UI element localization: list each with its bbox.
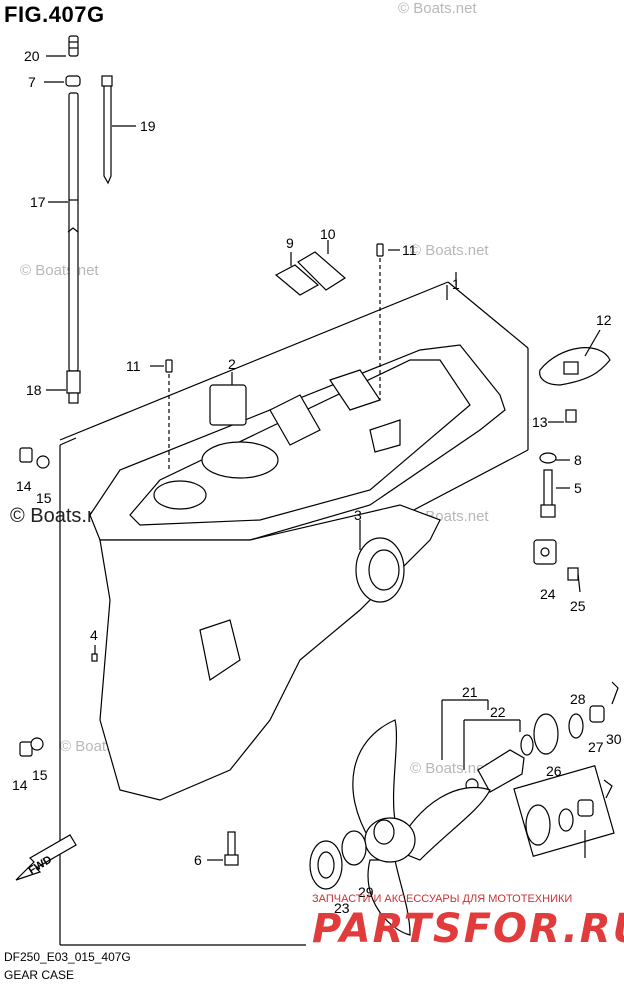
part-22-23-bracket (441, 699, 521, 770)
site-logo[interactable]: PARTSFOR.RU (312, 906, 624, 952)
callout-7: 7 (28, 74, 36, 90)
callout-12: 12 (596, 312, 612, 328)
watermark-main: © Boats.net (10, 505, 115, 527)
part-21-fitting (46, 35, 79, 57)
callout-21: 20 (24, 48, 40, 64)
part-26-27-28-29 (520, 681, 619, 756)
callout-5: 5 (574, 480, 582, 496)
callout-26: 26 (546, 763, 562, 779)
part-14-15-lower (19, 737, 44, 757)
part-7-clip (44, 75, 81, 87)
callout-22: 21 (462, 684, 478, 700)
part-13-5-8-bolt (539, 409, 577, 518)
callout-14: 14 (16, 478, 32, 494)
callout-15b: 15 (32, 767, 48, 783)
callout-20: 19 (140, 118, 156, 134)
callout-15: 15 (36, 490, 52, 506)
callout-6: 6 (194, 852, 202, 868)
callout-1: 1 (452, 276, 460, 292)
callout-13: 13 (532, 414, 548, 430)
callout-24: 23 (334, 900, 350, 916)
callout-27: 27 (588, 739, 604, 755)
callout-2: 2 (228, 356, 236, 372)
part-19-rod-end (46, 370, 81, 404)
callout-23: 22 (490, 704, 506, 720)
callout-10: 10 (320, 226, 336, 242)
callout-18: 17 (30, 194, 46, 210)
part-20-tie-strap (101, 75, 136, 185)
gear-case-bracket (59, 272, 529, 946)
part-23-spacer (465, 749, 525, 793)
part-3-seal (355, 520, 405, 603)
callout-11b: 11 (126, 358, 141, 374)
callout-4: 4 (90, 627, 98, 643)
callout-28: 28 (570, 691, 586, 707)
gear-case-housing (89, 344, 506, 801)
figure-title: FIG.407G (4, 2, 105, 27)
callout-9: 9 (286, 235, 294, 251)
watermark: © Boats.net (410, 242, 489, 259)
callout-19: 18 (26, 382, 42, 398)
fwd-arrow (15, 834, 77, 881)
callout-3: 3 (354, 507, 362, 523)
footer-code: DF250_E03_015_407G (4, 950, 131, 964)
part-4-pin (91, 645, 98, 662)
part-24-25 (309, 830, 367, 890)
part-9-10-plates (274, 240, 347, 296)
watermark: © Boats.net (20, 262, 99, 279)
callout-8: 8 (574, 452, 582, 468)
callout-25: 29 (358, 884, 374, 900)
part-6-bolt (207, 831, 239, 866)
part-12-plate (539, 329, 611, 386)
callout-14b: 14 (12, 777, 28, 793)
callout-16: 24 (540, 586, 556, 602)
part-30-kit (513, 765, 615, 858)
logo-subtitle: ЗАПЧАСТИ И АКСЕССУАРЫ ДЛЯ МОТОТЕХНИКИ (312, 893, 573, 905)
watermark: © Boats.net (398, 0, 477, 17)
watermark: © Boats.net (410, 760, 489, 777)
part-11-pins (150, 243, 400, 470)
callout-29: 30 (606, 731, 622, 747)
part-18-shift-rod (48, 92, 79, 372)
callout-17: 25 (570, 598, 586, 614)
part-14-15-upper (19, 447, 50, 469)
callout-11: 11 (402, 242, 417, 258)
part-16-17 (533, 539, 581, 593)
propeller (352, 719, 491, 936)
footer-name: GEAR CASE (4, 968, 75, 982)
